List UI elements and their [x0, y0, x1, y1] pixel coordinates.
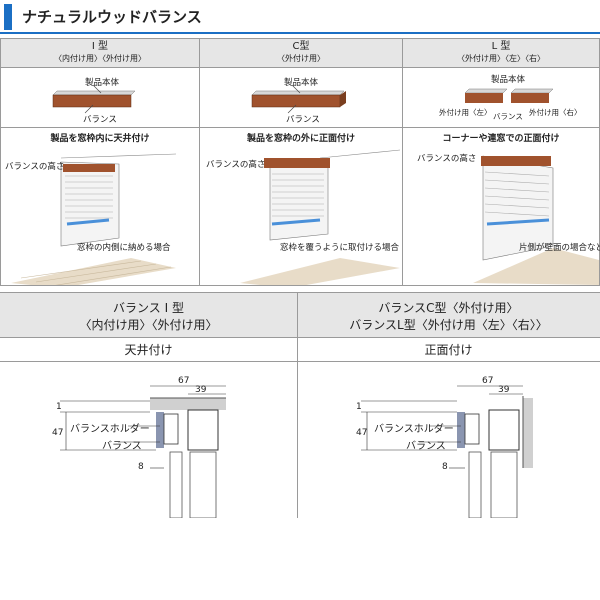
mount-caption: コーナーや連窓での正面付け [442, 134, 560, 144]
dim-top: 39 [195, 385, 207, 395]
left-header: バランス Ⅰ 型 〈内付け用〉〈外付け用〉 [0, 292, 297, 338]
illustration-area: 製品を窓枠内に天井付け バランスの高さ 窓枠の内側に納める場合 [1, 128, 199, 285]
dim-h: 47 [356, 428, 368, 438]
window-illustration [11, 153, 177, 285]
dim-1: 1 [356, 402, 362, 412]
note-label: 窓枠を覆うように取付ける場合 [280, 243, 400, 253]
label-body: 製品本体 [85, 78, 120, 88]
note-label: 片側が壁面の場合など [519, 243, 600, 253]
mount-caption: 製品を窓枠の外に正面付け [246, 134, 355, 144]
balance-swatch-area: 製品本体 バランス [1, 67, 199, 128]
dim-total: 67 [178, 376, 190, 386]
window-illustration [240, 149, 401, 285]
dim-h: 47 [52, 428, 64, 438]
right-head-line2: バランスL型〈外付け用〈左〉〈右〉〉 [349, 318, 548, 332]
label-balance: バランス [286, 115, 320, 125]
right-dimension-drawing [361, 385, 533, 518]
balance-swatch-svg [52, 84, 136, 114]
height-label: バランスの高さ [5, 162, 65, 172]
left-dimension-drawing [60, 385, 226, 518]
column-sub: 〈外付け用〉〈左〉〈右〉 [457, 54, 545, 63]
dim-side: 8 [138, 462, 144, 472]
right-head-line1: バランスC型〈外付け用〉 [378, 301, 519, 315]
bottom-divider [297, 292, 298, 518]
dim-side: 8 [442, 462, 448, 472]
height-label: バランスの高さ [417, 154, 477, 164]
illustration-area: 製品を窓枠の外に正面付け バランスの高さ 窓枠を覆うように取付ける場合 [200, 128, 402, 285]
right-header: バランスC型〈外付け用〉 バランスL型〈外付け用〈左〉〈右〉〉 [297, 292, 600, 338]
dim-top: 39 [498, 385, 510, 395]
dimension-table: バランス Ⅰ 型 〈内付け用〉〈外付け用〉 バランスC型〈外付け用〉 バランスL… [0, 292, 600, 518]
label-left: 外付け用〈左〉 [439, 108, 492, 117]
column-header: L 型 〈外付け用〉〈左〉〈右〉 [403, 39, 599, 68]
label-right: 外付け用〈右〉 [529, 108, 582, 117]
balance-swatch-svg [251, 84, 346, 114]
illustration-area: コーナーや連窓での正面付け バランスの高さ 片側が壁面の場合など [403, 128, 600, 285]
left-mount-type: 天井付け [0, 338, 297, 362]
right-mount-type: 正面付け [297, 338, 600, 362]
label-holder: バランスホルダー [70, 424, 150, 435]
title-underline [0, 32, 600, 34]
label-body: 製品本体 [284, 78, 319, 88]
balance-types-table: I 型 〈内付け用〉〈外付け用〉 製品本体 バランス 製品を窓枠内に天井付け [0, 38, 600, 286]
column-header: C型 〈外付け用〉 [200, 39, 402, 68]
label-balance: バランス [83, 115, 117, 125]
window-illustration [473, 155, 599, 285]
label-body: 製品本体 [491, 75, 526, 85]
dim-1: 1 [56, 402, 62, 412]
column-type: I 型 [91, 41, 109, 52]
left-head-line2: 〈内付け用〉〈外付け用〉 [79, 318, 218, 332]
column-type: L 型 [491, 41, 511, 52]
balance-swatch-area: 製品本体 外付け用〈左〉 バランス 外付け用〈右〉 [403, 67, 599, 128]
left-head-line1: バランス Ⅰ 型 [113, 301, 184, 315]
height-label: バランスの高さ [206, 160, 266, 170]
label-balance: バランス [406, 441, 446, 452]
title-bar: ナチュラルウッドバランス [0, 0, 600, 34]
mount-caption: 製品を窓枠内に天井付け [50, 134, 150, 144]
column-sub: 〈内付け用〉〈外付け用〉 [54, 54, 146, 63]
column-type: C型 [292, 41, 310, 52]
label-balance: バランス [102, 441, 142, 452]
column-sub: 〈外付け用〉 [277, 54, 325, 63]
column-header: I 型 〈内付け用〉〈外付け用〉 [1, 39, 199, 68]
column-i-type: I 型 〈内付け用〉〈外付け用〉 製品本体 バランス 製品を窓枠内に天井付け [1, 39, 200, 285]
label-holder: バランスホルダー [374, 424, 454, 435]
column-l-type: L 型 〈外付け用〉〈左〉〈右〉 製品本体 外付け用〈左〉 バランス 外付け用〈… [403, 39, 600, 285]
label-balance: バランス [493, 112, 523, 121]
balance-swatch-area: 製品本体 バランス [200, 67, 402, 128]
note-label: 窓枠の内側に納める場合 [77, 243, 171, 253]
title-accent [4, 4, 12, 30]
column-c-type: C型 〈外付け用〉 製品本体 バランス 製品を窓枠の外に正面付け [200, 39, 403, 285]
dim-total: 67 [482, 376, 494, 386]
balance-swatch-svg [464, 88, 554, 103]
page-title: ナチュラルウッドバランス [22, 8, 202, 26]
